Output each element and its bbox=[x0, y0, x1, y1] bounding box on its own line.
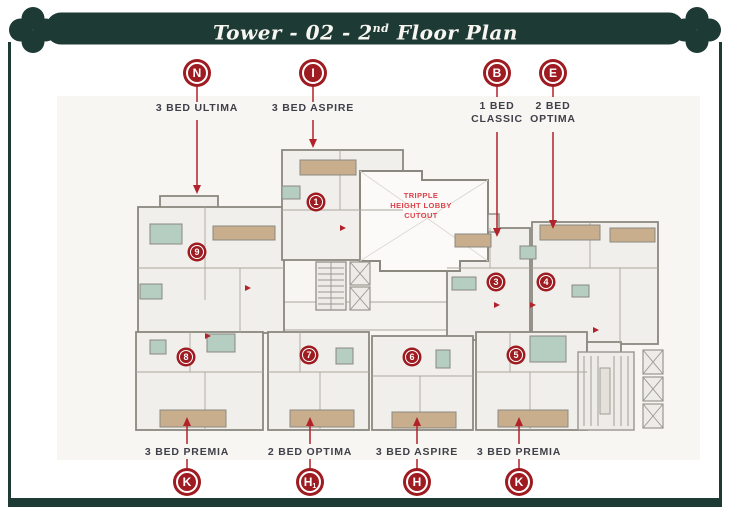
badge-H: H bbox=[406, 471, 428, 493]
unit-number: 1 bbox=[313, 197, 319, 207]
unit-marker-1: 1 bbox=[309, 195, 323, 209]
central-core bbox=[315, 261, 371, 311]
badge-letter: H bbox=[303, 475, 313, 489]
badge-B: B bbox=[486, 62, 508, 84]
frame-rule-right bbox=[719, 42, 722, 500]
badge-letter: N bbox=[192, 66, 202, 80]
page-title: Tower - 02 - 2nd Floor Plan bbox=[0, 16, 731, 46]
frame-bar-bottom bbox=[8, 498, 722, 507]
frame-rule-left bbox=[8, 42, 11, 500]
unit-marker-7: 7 bbox=[302, 348, 316, 362]
badge-letter: K bbox=[182, 475, 192, 489]
lobby-annotation: TRIPPLE HEIGHT LOBBY CUTOUT bbox=[366, 191, 476, 221]
quatrefoil-ornament-right bbox=[673, 7, 721, 53]
label-line: CLASSIC bbox=[471, 113, 523, 125]
badge-I: I bbox=[302, 62, 324, 84]
badge-letter: E bbox=[548, 66, 557, 80]
badge-K-left: K bbox=[176, 471, 198, 493]
badge-K-right: K bbox=[508, 471, 530, 493]
badge-N: N bbox=[186, 62, 208, 84]
unit-marker-6: 6 bbox=[405, 350, 419, 364]
badge-subscript: 1 bbox=[312, 483, 317, 490]
bathrooms bbox=[139, 185, 590, 369]
unit-number: 7 bbox=[306, 350, 312, 360]
unit-marker-9: 9 bbox=[190, 245, 204, 259]
label-line: 3 BED ASPIRE bbox=[271, 102, 355, 114]
title-superscript: nd bbox=[372, 22, 390, 35]
label-line: 2 BED OPTIMA bbox=[267, 446, 353, 458]
label-3-bed-premia-right: 3 BED PREMIA bbox=[439, 446, 599, 459]
badge-letter: H bbox=[412, 475, 422, 489]
badge-E: E bbox=[542, 62, 564, 84]
badge-letter: K bbox=[514, 475, 524, 489]
title-banner bbox=[46, 12, 684, 45]
balconies bbox=[159, 159, 656, 429]
label-line: OPTIMA bbox=[530, 113, 576, 125]
badge-H1: H1 bbox=[299, 471, 321, 493]
title-text-suffix: Floor Plan bbox=[389, 20, 518, 45]
lobby-text-line: TRIPPLE bbox=[403, 191, 439, 200]
label-3-bed-aspire-bottom: 3 BED ASPIRE bbox=[337, 446, 497, 459]
unit-marker-5: 5 bbox=[509, 348, 523, 362]
unit-number: 6 bbox=[409, 352, 415, 362]
label-2-bed-optima-bottom: 2 BED OPTIMA bbox=[230, 446, 390, 459]
entry-markers bbox=[205, 225, 599, 339]
unit-number: 8 bbox=[183, 352, 189, 362]
label-line: 3 BED PREMIA bbox=[144, 446, 230, 458]
lobby-text-line: CUTOUT bbox=[404, 211, 438, 220]
lobby-cutout bbox=[359, 170, 500, 272]
badge-letter: I bbox=[311, 66, 315, 80]
unit-marker-4: 4 bbox=[539, 275, 553, 289]
unit-number: 4 bbox=[543, 277, 549, 287]
unit-marker-3: 3 bbox=[489, 275, 503, 289]
title-text: Tower - 02 - 2 bbox=[213, 20, 373, 45]
callout-arrows bbox=[183, 86, 557, 470]
label-line: 3 BED PREMIA bbox=[476, 446, 562, 458]
building-plan bbox=[135, 149, 664, 431]
lobby-text-line: HEIGHT LOBBY bbox=[390, 201, 452, 210]
unit-number: 3 bbox=[493, 277, 499, 287]
ornamental-frame bbox=[8, 7, 722, 507]
label-line: 1 BED bbox=[479, 100, 515, 112]
quatrefoil-ornament-left bbox=[9, 7, 57, 53]
label-line: 2 BED bbox=[535, 100, 571, 112]
label-line: 3 BED ASPIRE bbox=[375, 446, 459, 458]
label-3-bed-ultima: 3 BED ULTIMA bbox=[117, 102, 277, 115]
label-3-bed-premia-left: 3 BED PREMIA bbox=[107, 446, 267, 459]
badge-letter: B bbox=[492, 66, 502, 80]
label-3-bed-aspire-top: 3 BED ASPIRE bbox=[233, 102, 393, 115]
unit-number: 9 bbox=[194, 247, 200, 257]
unit-marker-8: 8 bbox=[179, 350, 193, 364]
unit-number: 5 bbox=[513, 350, 519, 360]
right-core bbox=[577, 349, 664, 431]
label-line: 3 BED ULTIMA bbox=[155, 102, 239, 114]
